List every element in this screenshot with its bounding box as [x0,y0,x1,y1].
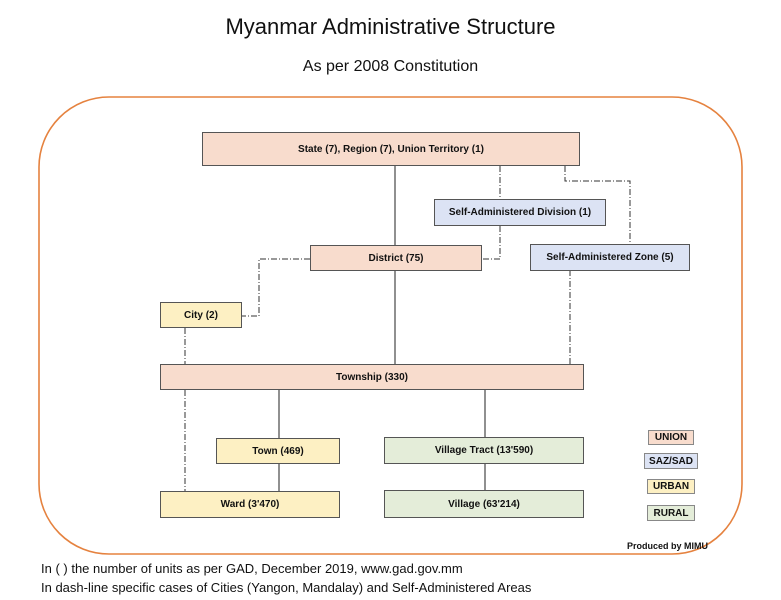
node-ward: Ward (3'470) [160,491,340,518]
footnote-dash-lines: In dash-line specific cases of Cities (Y… [41,580,532,595]
credit-text: Produced by MIMU [626,541,708,551]
footnote-units: In ( ) the number of units as per GAD, D… [41,561,463,576]
node-state: State (7), Region (7), Union Territory (… [202,132,580,166]
dash-state-saz [564,166,631,246]
legend-rural: RURAL [647,505,695,521]
node-self-administered-division: Self-Administered Division (1) [434,199,606,226]
outer-frame [38,96,743,555]
node-district: District (75) [310,245,482,271]
node-town: Town (469) [216,438,340,464]
dash-sad-district [483,226,501,260]
dash-district-city [242,258,310,317]
node-village: Village (63'214) [384,490,584,518]
node-city: City (2) [160,302,242,328]
legend-saz-sad: SAZ/SAD [644,453,698,469]
node-self-administered-zone: Self-Administered Zone (5) [530,244,690,271]
legend-urban: URBAN [647,479,695,494]
diagram-title: Myanmar Administrative Structure [225,14,556,39]
diagram-subtitle: As per 2008 Constitution [302,58,479,75]
node-township: Township (330) [160,364,584,390]
legend-union: UNION [648,430,694,445]
node-village-tract: Village Tract (13'590) [384,437,584,464]
